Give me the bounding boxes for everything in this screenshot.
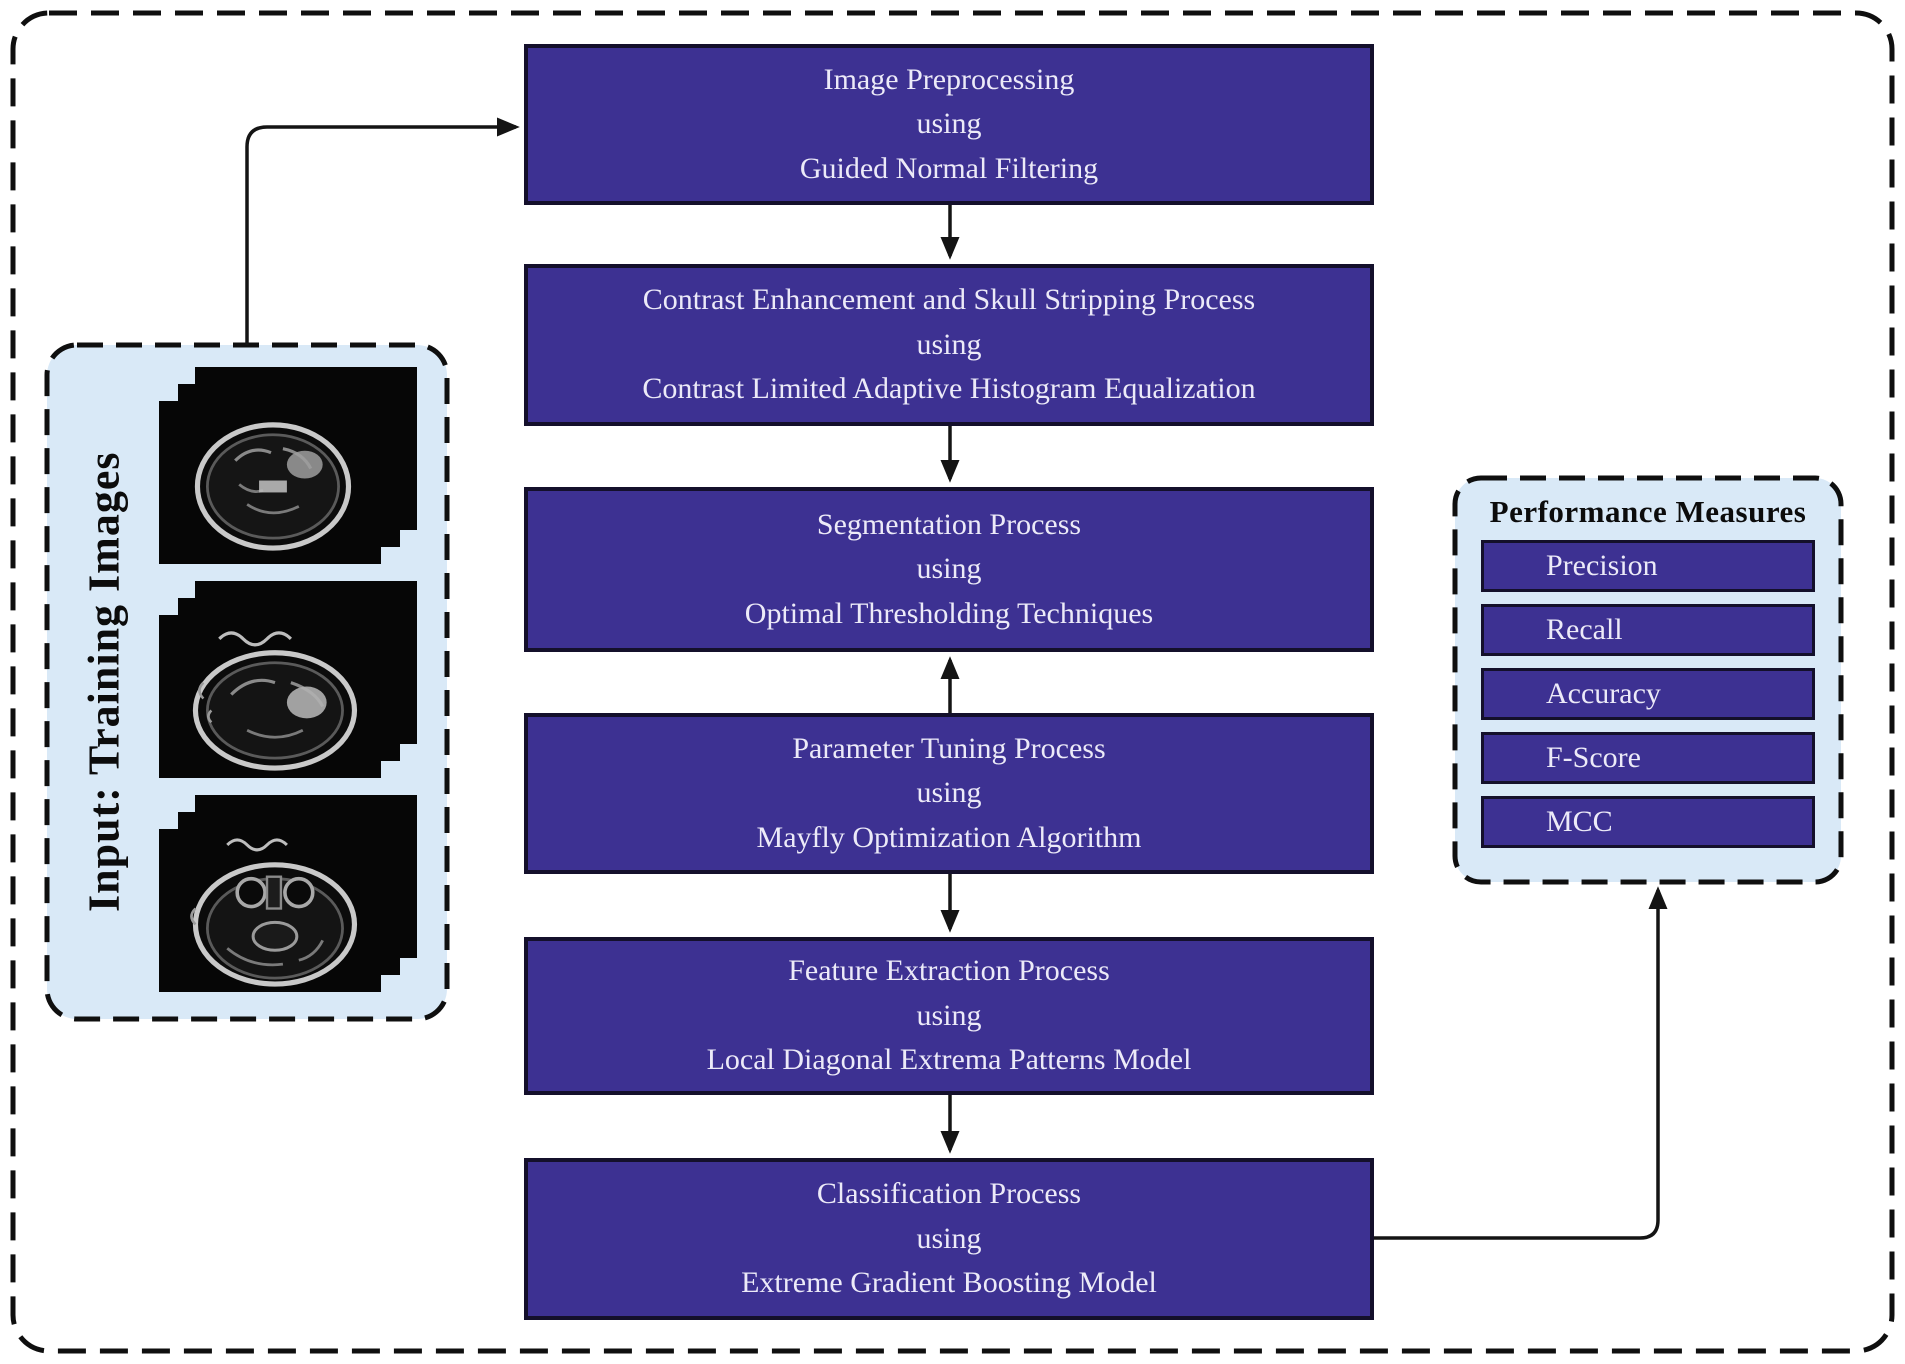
performance-panel-title: Performance Measures [1489, 494, 1807, 529]
process-using: using [916, 107, 982, 141]
metric-label: Accuracy [1546, 677, 1661, 710]
process-method: Contrast Limited Adaptive Histogram Equa… [642, 372, 1256, 406]
mri-sheet-front [159, 401, 381, 564]
process-title: Feature Extraction Process [788, 954, 1110, 988]
process-title: Contrast Enhancement and Skull Stripping… [642, 283, 1256, 317]
metric-bar-accuracy: Accuracy [1481, 668, 1815, 720]
process-method: Mayfly Optimization Algorithm [756, 820, 1142, 854]
metric-bar-mcc: MCC [1481, 796, 1815, 848]
process-method: Optimal Thresholding Techniques [744, 596, 1154, 630]
metric-bar-fscore: F-Score [1481, 732, 1815, 784]
process-title: Image Preprocessing [823, 62, 1075, 96]
metric-label: Recall [1546, 613, 1623, 646]
brain-scan-icon [159, 401, 381, 564]
input-panel-label: Input: Training Images [79, 451, 129, 913]
process-using: using [916, 552, 982, 586]
metric-label: F-Score [1546, 741, 1641, 774]
process-box-parameter-tuning: Parameter Tuning Process using Mayfly Op… [524, 713, 1374, 874]
mri-scan-stack [159, 795, 417, 992]
metric-label: Precision [1546, 549, 1658, 582]
performance-measures-panel: Performance Measures Precision Recall Ac… [1455, 478, 1841, 882]
process-box-contrast-enhancement: Contrast Enhancement and Skull Stripping… [524, 264, 1374, 426]
metric-bar-recall: Recall [1481, 604, 1815, 656]
brain-scan-icon [159, 615, 381, 778]
brain-scan-icon [159, 829, 381, 992]
mri-scan-stack [159, 367, 417, 564]
metric-bar-precision: Precision [1481, 540, 1815, 592]
process-box-image-preprocessing: Image Preprocessing using Guided Normal … [524, 44, 1374, 205]
process-title: Segmentation Process [816, 507, 1082, 541]
process-title: Parameter Tuning Process [792, 731, 1106, 765]
process-using: using [916, 1221, 982, 1255]
arrow-input-to-preprocessing [245, 117, 520, 345]
process-using: using [916, 327, 982, 361]
process-using: using [916, 998, 982, 1032]
process-box-classification: Classification Process using Extreme Gra… [524, 1158, 1374, 1320]
process-method: Guided Normal Filtering [799, 151, 1099, 185]
process-method: Local Diagonal Extrema Patterns Model [706, 1043, 1192, 1077]
arrow-classification-to-performance [1374, 886, 1668, 1240]
mri-scan-stack [159, 581, 417, 778]
process-box-feature-extraction: Feature Extraction Process using Local D… [524, 937, 1374, 1095]
process-title: Classification Process [816, 1177, 1082, 1211]
process-using: using [916, 776, 982, 810]
metric-label: MCC [1546, 805, 1613, 838]
process-method: Extreme Gradient Boosting Model [741, 1266, 1157, 1300]
input-training-panel: Input: Training Images [47, 345, 447, 1019]
mri-sheet-front [159, 829, 381, 992]
mri-sheet-front [159, 615, 381, 778]
mri-image-column [159, 367, 417, 992]
outer-dashed-border [10, 10, 1895, 1354]
process-box-segmentation: Segmentation Process using Optimal Thres… [524, 487, 1374, 652]
